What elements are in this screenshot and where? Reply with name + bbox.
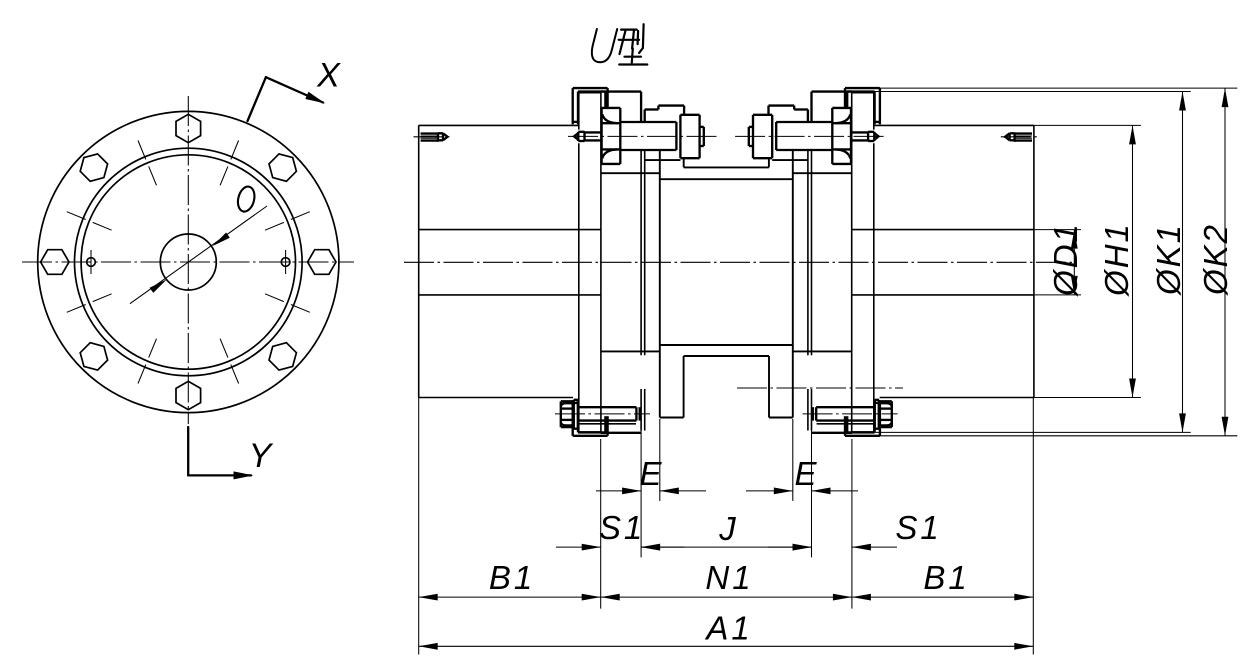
svg-text:B1: B1 bbox=[923, 559, 969, 596]
svg-text:ØK1: ØK1 bbox=[1150, 223, 1187, 296]
svg-text:A1: A1 bbox=[704, 610, 752, 647]
svg-text:S1: S1 bbox=[599, 509, 645, 546]
svg-text:X: X bbox=[316, 57, 341, 95]
svg-text:ØH1: ØH1 bbox=[1098, 222, 1135, 297]
svg-text:ØD1: ØD1 bbox=[1047, 222, 1084, 297]
svg-text:N1: N1 bbox=[705, 559, 753, 596]
svg-text:E: E bbox=[639, 455, 662, 492]
svg-text:B1: B1 bbox=[489, 559, 535, 596]
svg-text:ØK2: ØK2 bbox=[1197, 223, 1234, 296]
svg-text:E: E bbox=[794, 455, 817, 492]
svg-text:S1: S1 bbox=[895, 509, 941, 546]
svg-text:J: J bbox=[718, 510, 736, 547]
svg-text:Y: Y bbox=[249, 437, 274, 475]
